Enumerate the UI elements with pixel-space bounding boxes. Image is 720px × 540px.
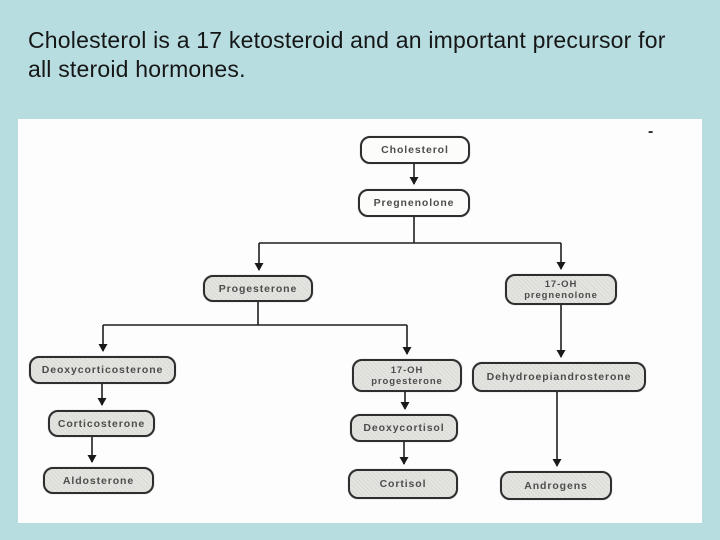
node-17-oh-pregnenolone: 17-OH pregnenolone [505,274,617,305]
node-pregnenolone: Pregnenolone [358,189,470,217]
node-cortisol: Cortisol [348,469,458,499]
node-17-oh-progesterone: 17-OH progesterone [352,359,462,392]
node-deoxycortisol: Deoxycortisol [350,414,458,442]
slide-title-line-1: Cholesterol is a 17 ketosteroid and an i… [28,27,666,53]
node-dehydroepiandrosterone: Dehydroepiandrosterone [472,362,646,392]
slide-title-line-2: all steroid hormones. [28,56,246,82]
diagram-panel: - Cholesterol Pregnenolone Progesterone … [18,119,702,523]
node-cholesterol: Cholesterol [360,136,470,164]
scan-artifact-dash: - [648,123,654,140]
node-aldosterone: Aldosterone [43,467,154,494]
flowchart-arrows [87,164,566,467]
node-deoxycorticosterone: Deoxycorticosterone [29,356,176,384]
node-corticosterone: Corticosterone [48,410,155,437]
node-progesterone: Progesterone [203,275,313,302]
slide-title: Cholesterol is a 17 ketosteroid and an i… [28,26,698,84]
node-androgens: Androgens [500,471,612,500]
